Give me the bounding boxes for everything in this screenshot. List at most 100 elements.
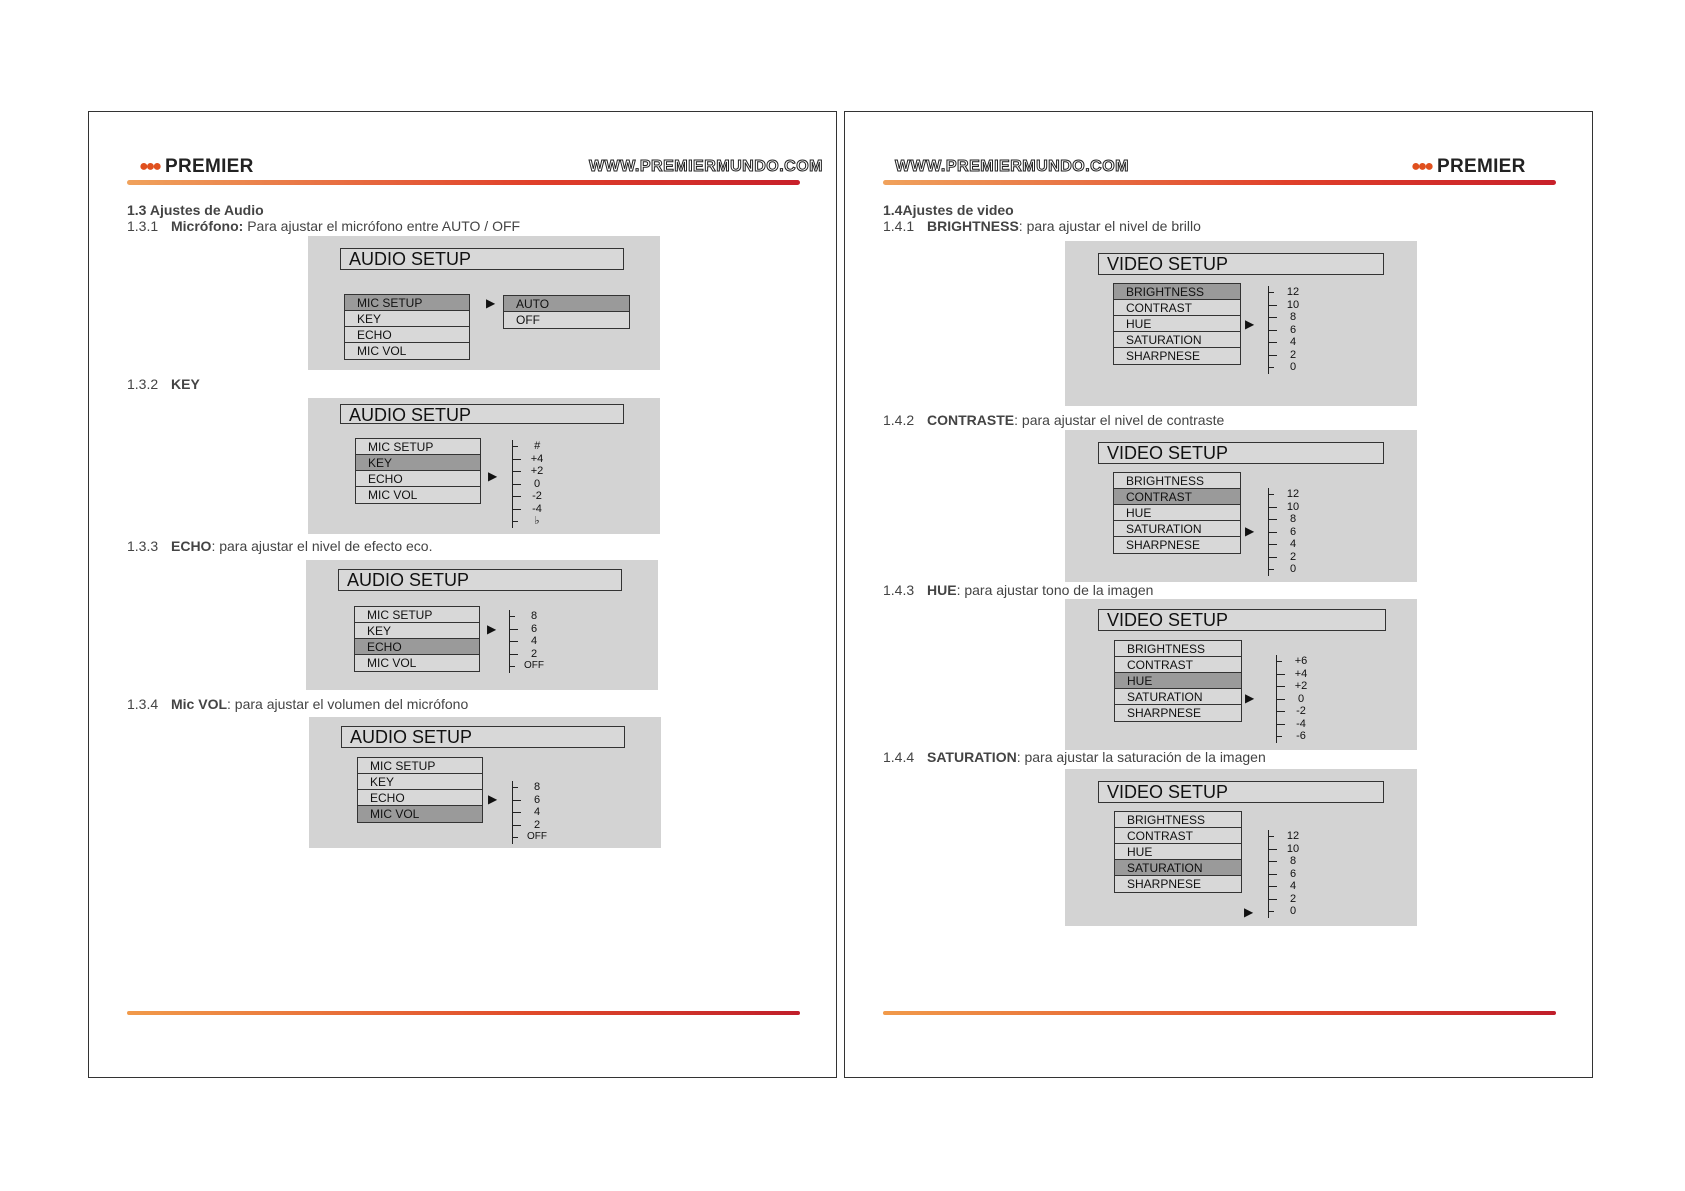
pointer-arrow-icon: ▶ <box>488 469 498 483</box>
menu-item-sharpnese[interactable]: SHARPNESE <box>1115 705 1241 721</box>
menu-item-mic-setup[interactable]: MIC SETUP <box>345 295 469 311</box>
panel-title: VIDEO SETUP <box>1098 781 1384 803</box>
option-off[interactable]: OFF <box>504 312 629 328</box>
menu-item-brightness[interactable]: BRIGHTNESS <box>1115 812 1241 828</box>
item-keyword: Micrófono: <box>171 218 244 234</box>
menu-item-echo[interactable]: ECHO <box>355 639 479 655</box>
video-setup-panel-hue: VIDEO SETUP BRIGHTNESS CONTRAST HUE SATU… <box>1065 599 1417 750</box>
item-number: 1.3.1 <box>127 218 159 234</box>
vol-scale: 8 6 4 2 OFF <box>512 781 547 844</box>
menu-item-saturation[interactable]: SATURATION <box>1114 521 1240 537</box>
video-menu: BRIGHTNESS CONTRAST HUE SATURATION SHARP… <box>1113 283 1241 365</box>
menu-item-mic-setup[interactable]: MIC SETUP <box>358 758 482 774</box>
item-keyword: BRIGHTNESS <box>927 218 1019 234</box>
premier-logo: ●●● PREMIER <box>1411 156 1526 178</box>
header-divider <box>127 180 800 185</box>
pointer-arrow-icon: ▶ <box>1244 905 1254 919</box>
website-url: WWW.PREMIERMUNDO.COM <box>589 158 823 176</box>
video-setup-panel-brightness: VIDEO SETUP BRIGHTNESS CONTRAST HUE SATU… <box>1065 241 1417 406</box>
brand-name: PREMIER <box>165 156 254 177</box>
contrast-scale: 12 10 8 6 4 2 0 <box>1268 488 1299 576</box>
menu-item-brightness[interactable]: BRIGHTNESS <box>1115 641 1241 657</box>
menu-item-mic-vol[interactable]: MIC VOL <box>345 343 469 359</box>
menu-item-brightness[interactable]: BRIGHTNESS <box>1114 473 1240 489</box>
page-right: WWW.PREMIERMUNDO.COM ●●● PREMIER 1.4Ajus… <box>844 111 1593 1078</box>
panel-title: AUDIO SETUP <box>340 248 624 270</box>
menu-item-mic-setup[interactable]: MIC SETUP <box>355 607 479 623</box>
item-number: 1.3.3 <box>127 538 159 554</box>
menu-item-mic-vol[interactable]: MIC VOL <box>358 806 482 822</box>
item-text: : para ajustar el nivel de efecto eco. <box>211 538 433 554</box>
menu-item-contrast[interactable]: CONTRAST <box>1114 489 1240 505</box>
echo-scale: 8 6 4 2 OFF <box>509 610 544 673</box>
item-text: : para ajustar la saturación de la image… <box>1016 749 1266 765</box>
footer-divider <box>883 1011 1556 1015</box>
item-number: 1.3.2 <box>127 376 159 392</box>
menu-item-mic-setup[interactable]: MIC SETUP <box>356 439 480 455</box>
menu-item-mic-vol[interactable]: MIC VOL <box>356 487 480 503</box>
menu-item-hue[interactable]: HUE <box>1115 673 1241 689</box>
item-text: : para ajustar el nivel de contraste <box>1014 412 1225 428</box>
header-divider <box>883 180 1556 185</box>
menu-item-echo[interactable]: ECHO <box>358 790 482 806</box>
audio-menu: MIC SETUP KEY ECHO MIC VOL <box>357 757 483 823</box>
item-keyword: ECHO <box>171 538 212 554</box>
section-title-video: 1.4Ajustes de video <box>883 202 1014 218</box>
menu-item-hue[interactable]: HUE <box>1114 316 1240 332</box>
menu-item-sharpnese[interactable]: SHARPNESE <box>1114 537 1240 553</box>
item-keyword: Mic VOL <box>171 696 228 712</box>
pointer-arrow-icon: ▶ <box>488 792 498 806</box>
menu-item-contrast[interactable]: CONTRAST <box>1115 657 1241 673</box>
pointer-arrow-icon: ▶ <box>486 296 496 310</box>
pointer-arrow-icon: ▶ <box>487 622 497 636</box>
panel-title: AUDIO SETUP <box>341 726 625 748</box>
pointer-arrow-icon: ▶ <box>1245 317 1255 331</box>
item-text: Para ajustar el micrófono entre AUTO / O… <box>243 218 521 234</box>
audio-menu: MIC SETUP KEY ECHO MIC VOL <box>354 606 480 672</box>
brand-name: PREMIER <box>1437 156 1526 177</box>
footer-divider <box>127 1011 800 1015</box>
website-url: WWW.PREMIERMUNDO.COM <box>895 158 1129 176</box>
menu-item-saturation[interactable]: SATURATION <box>1115 860 1241 876</box>
video-setup-panel-contrast: VIDEO SETUP BRIGHTNESS CONTRAST HUE SATU… <box>1065 430 1417 582</box>
menu-item-mic-vol[interactable]: MIC VOL <box>355 655 479 671</box>
menu-item-key[interactable]: KEY <box>358 774 482 790</box>
audio-setup-panel-mic: AUDIO SETUP MIC SETUP KEY ECHO MIC VOL ▶… <box>308 236 660 370</box>
menu-item-hue[interactable]: HUE <box>1115 844 1241 860</box>
audio-menu: MIC SETUP KEY ECHO MIC VOL <box>355 438 481 504</box>
menu-item-echo[interactable]: ECHO <box>345 327 469 343</box>
menu-item-hue[interactable]: HUE <box>1114 505 1240 521</box>
menu-item-key[interactable]: KEY <box>355 623 479 639</box>
item-microfono: 1.3.1 Micrófono: Para ajustar el micrófon… <box>127 218 520 234</box>
panel-title: VIDEO SETUP <box>1098 442 1384 464</box>
item-number: 1.4.4 <box>883 749 915 765</box>
video-menu: BRIGHTNESS CONTRAST HUE SATURATION SHARP… <box>1114 640 1242 722</box>
menu-item-echo[interactable]: ECHO <box>356 471 480 487</box>
menu-item-key[interactable]: KEY <box>356 455 480 471</box>
option-auto[interactable]: AUTO <box>504 296 629 312</box>
logo-dots-icon: ●●● <box>1411 158 1434 175</box>
item-text: : para ajustar tono de la imagen <box>956 582 1154 598</box>
video-menu: BRIGHTNESS CONTRAST HUE SATURATION SHARP… <box>1113 472 1241 554</box>
item-keyword: HUE <box>927 582 957 598</box>
audio-menu: MIC SETUP KEY ECHO MIC VOL <box>344 294 470 360</box>
section-title-audio: 1.3 Ajustes de Audio <box>127 202 264 218</box>
menu-item-contrast[interactable]: CONTRAST <box>1114 300 1240 316</box>
menu-item-brightness[interactable]: BRIGHTNESS <box>1114 284 1240 300</box>
menu-item-sharpnese[interactable]: SHARPNESE <box>1115 876 1241 892</box>
pointer-arrow-icon: ▶ <box>1245 691 1255 705</box>
mic-options-menu: AUTO OFF <box>503 295 630 329</box>
menu-item-saturation[interactable]: SATURATION <box>1115 689 1241 705</box>
menu-item-sharpnese[interactable]: SHARPNESE <box>1114 348 1240 364</box>
menu-item-contrast[interactable]: CONTRAST <box>1115 828 1241 844</box>
menu-item-saturation[interactable]: SATURATION <box>1114 332 1240 348</box>
video-setup-panel-saturation: VIDEO SETUP BRIGHTNESS CONTRAST HUE SATU… <box>1065 769 1417 926</box>
audio-setup-panel-echo: AUDIO SETUP MIC SETUP KEY ECHO MIC VOL ▶… <box>306 560 658 690</box>
item-text: : para ajustar el volumen del micrófono <box>227 696 469 712</box>
brightness-scale: 12 10 8 6 4 2 0 <box>1268 286 1299 374</box>
menu-item-key[interactable]: KEY <box>345 311 469 327</box>
panel-title: AUDIO SETUP <box>338 569 622 591</box>
